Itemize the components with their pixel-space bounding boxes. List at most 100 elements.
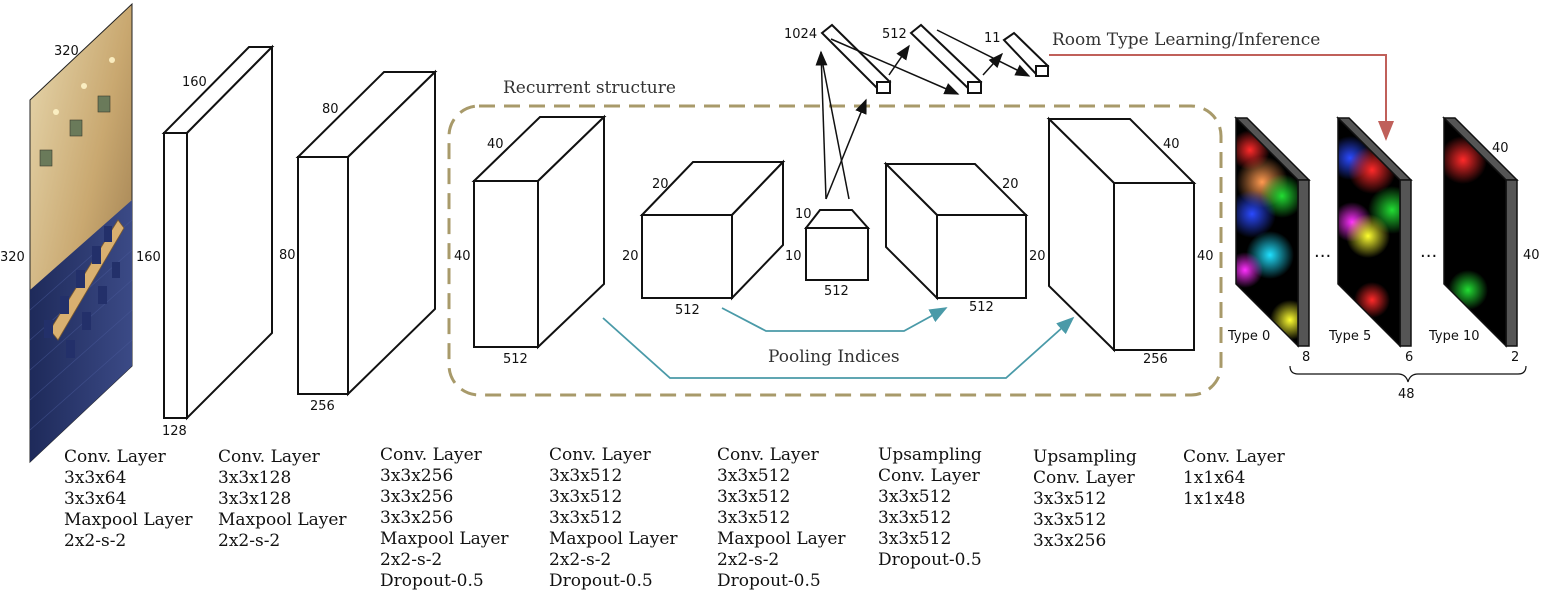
desc-line: 2x2-s-2: [380, 550, 443, 570]
desc-line: 3x3x512: [549, 487, 623, 507]
desc-line: Conv. Layer: [64, 447, 166, 467]
encoder-block-1: [471, 114, 607, 350]
desc-line: Conv. Layer: [1183, 447, 1285, 467]
pooling-indices-label: Pooling Indices: [768, 347, 900, 367]
desc-line: Upsampling: [1033, 447, 1137, 467]
layer-desc-5: Conv. Layer 3x3x512 3x3x512 3x3x512 Maxp…: [717, 445, 846, 592]
pooling-indices-arrow-outer: [602, 316, 1075, 379]
enc2-depth-label: 20: [652, 177, 669, 192]
conv-block-2: [295, 69, 438, 397]
desc-line: Conv. Layer: [1033, 468, 1135, 488]
ellipsis-1: ···: [1314, 246, 1331, 267]
desc-line: 3x3x512: [549, 466, 623, 486]
conv1-depth-label: 160: [182, 75, 207, 90]
layer-desc-7: Upsampling Conv. Layer 3x3x512 3x3x512 3…: [1033, 447, 1137, 552]
layer-desc-4: Conv. Layer 3x3x512 3x3x512 3x3x512 Maxp…: [549, 445, 678, 592]
desc-line: 3x3x256: [1033, 531, 1107, 551]
recurrent-structure-border: [447, 104, 1223, 397]
type-5-label: Type 5: [1328, 329, 1371, 344]
dec2-height-label: 40: [1197, 249, 1214, 264]
desc-line: 3x3x512: [1033, 510, 1107, 530]
output-height-label: 40: [1523, 248, 1540, 263]
dec1-depth-label: 20: [1002, 177, 1019, 192]
fc2-to-fc3-arrow: [982, 52, 1004, 76]
desc-line: 3x3x512: [717, 466, 791, 486]
conv1-width-label: 128: [162, 424, 187, 439]
desc-line: 1x1x64: [1183, 468, 1246, 488]
desc-line: Maxpool Layer: [218, 510, 347, 530]
type-5-count: 6: [1405, 350, 1413, 365]
input-width-label: 320: [54, 44, 79, 59]
desc-line: Conv. Layer: [549, 445, 651, 465]
output-brace: [1289, 365, 1527, 383]
dec1-height-label: 20: [1029, 249, 1046, 264]
type-10-label: Type 10: [1428, 329, 1480, 344]
bottleneck-width-label: 512: [824, 284, 849, 299]
desc-line: Conv. Layer: [878, 466, 980, 486]
bottleneck-to-fc-arrow: [815, 50, 828, 200]
enc1-side-label: 20: [622, 249, 639, 264]
desc-line: 3x3x64: [64, 468, 127, 488]
output-total-label: 48: [1398, 387, 1415, 402]
desc-line: 3x3x512: [878, 487, 952, 507]
bottleneck-to-fc-arrow-2: [825, 98, 867, 200]
conv-block-1: [161, 44, 275, 421]
desc-line: Upsampling: [878, 445, 982, 465]
type-10-count: 2: [1511, 350, 1519, 365]
fc-11-label: 11: [984, 31, 1001, 46]
fc-1024: [820, 23, 892, 94]
bottleneck-depth-label: 10: [795, 207, 812, 222]
output-map-type-10: [1442, 116, 1519, 348]
ellipsis-2: ···: [1420, 246, 1437, 267]
enc1-width-label: 512: [503, 352, 528, 367]
dec2-depth-label: 40: [1163, 137, 1180, 152]
input-height-label: 320: [0, 250, 25, 265]
bottleneck-block: [803, 209, 871, 281]
desc-line: Conv. Layer: [380, 445, 482, 465]
recurrent-structure-title: Recurrent structure: [503, 78, 676, 98]
desc-line: 2x2-s-2: [549, 550, 612, 570]
dec1-width-label: 512: [969, 300, 994, 315]
desc-line: Maxpool Layer: [549, 529, 678, 549]
fc1-to-fc2-arrow: [888, 44, 910, 76]
desc-line: Dropout-0.5: [380, 571, 484, 591]
desc-line: Maxpool Layer: [380, 529, 509, 549]
conv2-height-label: 80: [279, 248, 296, 263]
desc-line: 2x2-s-2: [717, 550, 780, 570]
decoder-block-1: [883, 161, 1029, 301]
enc1-height-label: 40: [454, 249, 471, 264]
desc-line: 3x3x128: [218, 489, 292, 509]
desc-line: Conv. Layer: [218, 447, 320, 467]
desc-line: 1x1x48: [1183, 489, 1246, 509]
output-map-type-5: [1336, 116, 1413, 348]
desc-line: 2x2-s-2: [64, 531, 127, 551]
fc-1024-label: 1024: [784, 27, 817, 42]
desc-line: 3x3x64: [64, 489, 127, 509]
desc-line: 3x3x128: [218, 468, 292, 488]
fc-crossing-line: [821, 59, 850, 200]
layer-desc-2: Conv. Layer 3x3x128 3x3x128 Maxpool Laye…: [218, 447, 347, 552]
encoder-block-2: [639, 159, 786, 301]
fc-512-label: 512: [882, 27, 907, 42]
type-0-count: 8: [1302, 350, 1310, 365]
desc-line: 3x3x512: [1033, 489, 1107, 509]
layer-desc-8: Conv. Layer 1x1x64 1x1x48: [1183, 447, 1285, 510]
desc-line: 3x3x512: [878, 529, 952, 549]
conv2-depth-label: 80: [322, 102, 339, 117]
desc-line: Dropout-0.5: [717, 571, 821, 591]
desc-line: 3x3x512: [878, 508, 952, 528]
output-depth-label: 40: [1492, 141, 1509, 156]
fc-512: [909, 23, 983, 94]
desc-line: 3x3x256: [380, 508, 454, 528]
desc-line: Dropout-0.5: [878, 550, 982, 570]
desc-line: 3x3x256: [380, 487, 454, 507]
fc1-to-fc2-cross-arrow: [830, 38, 960, 95]
enc1-depth-label: 40: [487, 137, 504, 152]
enc2-side-label: 10: [785, 249, 802, 264]
output-map-type-0: [1234, 116, 1311, 348]
room-type-arrow: [1049, 54, 1394, 141]
desc-line: Dropout-0.5: [549, 571, 653, 591]
layer-desc-3: Conv. Layer 3x3x256 3x3x256 3x3x256 Maxp…: [380, 445, 509, 592]
